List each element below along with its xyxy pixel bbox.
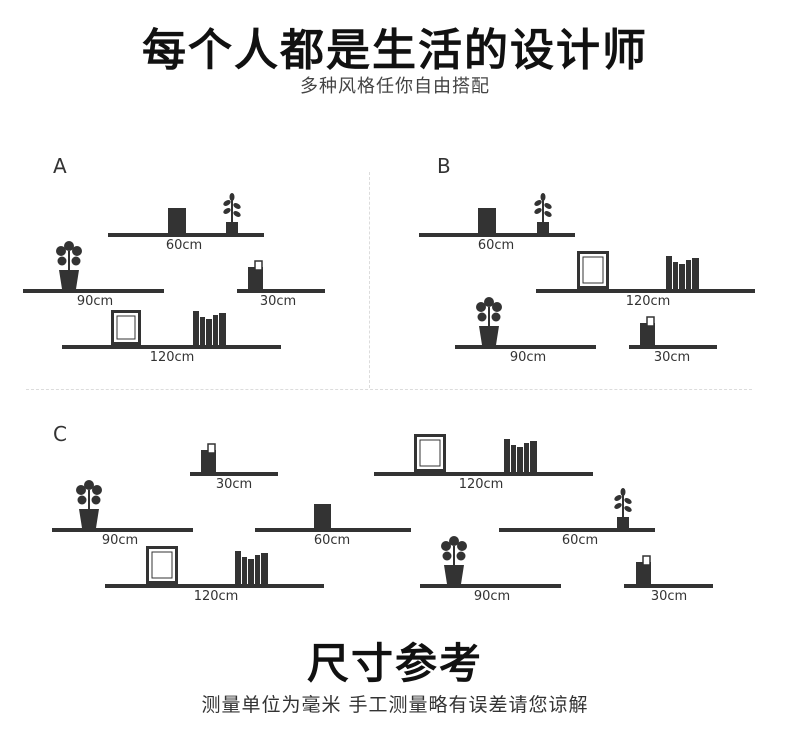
block-icon: [478, 208, 496, 233]
books-icon: [235, 551, 268, 584]
cup-icon: [248, 260, 263, 289]
cup-icon: [636, 555, 651, 584]
potted-plant-icon: [76, 480, 102, 528]
photo-frame-icon: [111, 310, 141, 345]
shelf-30cm: [237, 289, 325, 293]
potted-plant-icon: [56, 241, 82, 289]
potted-plant-icon: [476, 297, 502, 345]
size-label: 120cm: [458, 477, 504, 492]
photo-frame-icon: [414, 434, 446, 472]
section-divider: [26, 389, 752, 390]
shelf-120cm: [374, 472, 593, 476]
size-label: 90cm: [473, 589, 511, 604]
potted-plant-icon: [441, 536, 467, 584]
size-reference-title: 尺寸参考: [306, 639, 483, 688]
succulent-plant-icon: [223, 193, 241, 233]
shelf-90cm: [52, 528, 193, 532]
photo-frame-icon: [577, 251, 609, 289]
size-label: 30cm: [215, 477, 253, 492]
measurement-note: 测量单位为毫米 手工测量略有误差请您谅解: [201, 694, 589, 716]
size-label: 90cm: [101, 533, 139, 548]
size-label: 120cm: [149, 350, 195, 365]
page-subtitle: 多种风格任你自由搭配: [300, 76, 490, 97]
shelf-90cm: [420, 584, 561, 588]
shelf-90cm: [455, 345, 596, 349]
succulent-plant-icon: [534, 193, 552, 233]
shelf-90cm: [23, 289, 164, 293]
shelf-30cm: [624, 584, 713, 588]
shelf-120cm: [105, 584, 324, 588]
size-label: 30cm: [653, 350, 691, 365]
size-label: 90cm: [76, 294, 114, 309]
size-label: 60cm: [477, 238, 515, 253]
size-label: 120cm: [625, 294, 671, 309]
shelf-30cm: [629, 345, 717, 349]
cup-icon: [640, 316, 655, 345]
shelf-120cm: [62, 345, 281, 349]
section-label-b: B: [437, 154, 451, 178]
size-label: 60cm: [165, 238, 203, 253]
cup-icon: [201, 443, 216, 472]
page-title: 每个人都是生活的设计师: [142, 25, 648, 76]
section-divider: [369, 172, 370, 388]
section-label-a: A: [53, 154, 67, 178]
block-icon: [314, 504, 331, 528]
books-icon: [193, 311, 226, 345]
photo-frame-icon: [146, 546, 178, 584]
succulent-plant-icon: [614, 488, 632, 528]
size-label: 30cm: [259, 294, 297, 309]
size-label: 60cm: [561, 533, 599, 548]
shelf-60cm: [499, 528, 655, 532]
block-icon: [168, 208, 186, 233]
size-label: 60cm: [313, 533, 351, 548]
size-label: 90cm: [509, 350, 547, 365]
shelf-30cm: [190, 472, 278, 476]
shelf-120cm: [536, 289, 755, 293]
shelf-60cm: [419, 233, 575, 237]
shelf-60cm: [108, 233, 264, 237]
section-label-c: C: [53, 422, 67, 446]
size-label: 30cm: [650, 589, 688, 604]
size-label: 120cm: [193, 589, 239, 604]
shelf-60cm: [255, 528, 411, 532]
books-icon: [666, 256, 699, 289]
books-icon: [504, 439, 537, 472]
